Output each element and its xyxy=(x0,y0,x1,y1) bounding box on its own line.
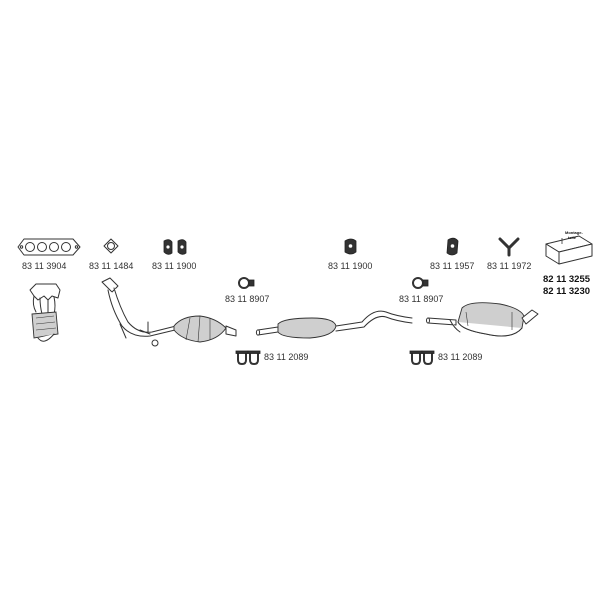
part-number-mounting-kit-1: 82 11 3255 xyxy=(543,274,591,285)
part-number-mounting-kit-2: 82 11 3230 xyxy=(543,286,590,297)
rubber-hanger-icon xyxy=(446,237,459,256)
gasket-set-icon xyxy=(17,238,81,256)
rear-silencer-icon xyxy=(426,302,539,337)
mounting-parts-box-icon: Montage- teile xyxy=(545,230,593,265)
part-number-rubber-mount-rear: 83 11 1957 xyxy=(430,261,474,271)
part-number-clamp-front: 83 11 8907 xyxy=(225,294,269,304)
part-number-u-bolt-front: 83 11 2089 xyxy=(264,352,308,362)
flange-gasket-icon xyxy=(103,238,119,254)
rubber-hanger-icon xyxy=(163,239,187,255)
part-number-clamp-rear: 83 11 8907 xyxy=(399,294,443,304)
part-number-flange-gasket: 83 11 1484 xyxy=(89,261,133,271)
part-number-u-bolt-rear: 83 11 2089 xyxy=(438,352,482,362)
middle-silencer-icon xyxy=(255,310,413,339)
front-pipe-catalyst-icon xyxy=(101,277,237,347)
u-bolt-clamp-icon xyxy=(235,350,261,366)
u-bolt-clamp-icon xyxy=(409,350,435,366)
mounting-box-label-line1: Montage- xyxy=(565,230,583,235)
pipe-clamp-icon xyxy=(238,277,255,289)
mounting-box-label-line2: teile xyxy=(568,235,577,240)
pipe-clamp-icon xyxy=(412,277,429,289)
part-number-bracket-rear: 83 11 1972 xyxy=(487,261,531,271)
manifold-catalyst-icon xyxy=(29,283,61,342)
part-number-rubber-mount-front: 83 11 1900 xyxy=(152,261,196,271)
y-bracket-icon xyxy=(498,237,520,257)
part-number-gasket-set: 83 11 3904 xyxy=(22,261,66,271)
part-number-rubber-mount-middle: 83 11 1900 xyxy=(328,261,372,271)
rubber-hanger-icon xyxy=(344,238,357,255)
